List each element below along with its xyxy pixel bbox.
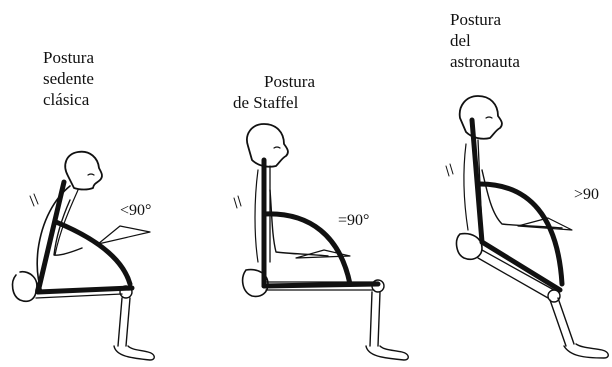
- panel-astronaut-posture: Postura del astronauta >90: [420, 0, 612, 367]
- staffel-posture-illustration: [200, 0, 420, 367]
- panel-staffel-posture: Postura de Staffel =90°: [200, 0, 420, 367]
- classic-posture-illustration: [0, 0, 200, 367]
- panel-classic-posture: Postura sedente clásica <90°: [0, 0, 200, 367]
- astronaut-posture-illustration: [420, 0, 612, 367]
